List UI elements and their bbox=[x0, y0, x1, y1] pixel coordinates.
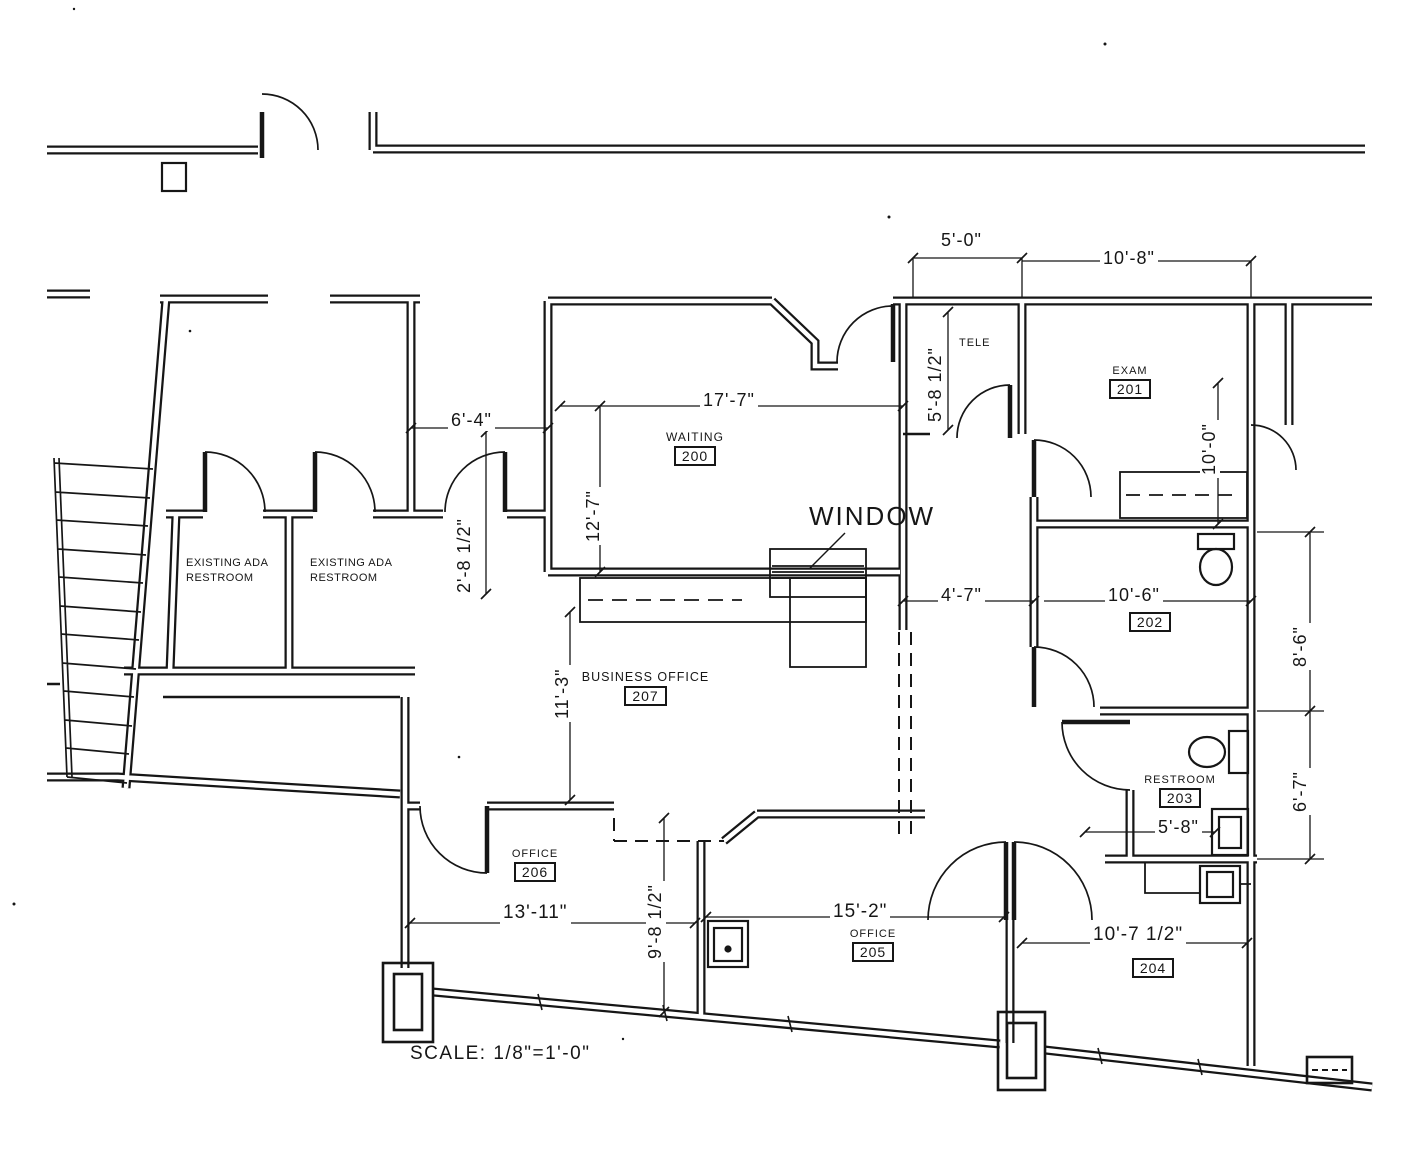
storefront-columns bbox=[381, 961, 1354, 1092]
room-name: EXAM bbox=[1112, 365, 1148, 377]
dim-exam-width: 10'-8" bbox=[1100, 248, 1158, 269]
room-tag-office-206: OFFICE 206 bbox=[500, 848, 570, 882]
room-label-ada-restroom-left: EXISTING ADA RESTROOM bbox=[186, 557, 268, 584]
dimension-ticks bbox=[404, 252, 1316, 1018]
label-tele: TELE bbox=[956, 337, 994, 350]
dim-room-204-width: 10'-7 1/2" bbox=[1090, 924, 1187, 946]
room-tag-202: 202 bbox=[1120, 612, 1180, 632]
room-tag-office-205: OFFICE 205 bbox=[838, 928, 908, 962]
room-number: 201 bbox=[1108, 379, 1152, 399]
dim-hall-depth: 2'-8 1/2" bbox=[454, 515, 475, 596]
walls-inner bbox=[47, 112, 1373, 1090]
room-label-ada-restroom-right: EXISTING ADA RESTROOM bbox=[310, 557, 392, 584]
dim-tele-width: 5'-0" bbox=[938, 230, 985, 251]
dim-tele-depth: 5'-8 1/2" bbox=[925, 344, 946, 425]
room-number: 205 bbox=[851, 942, 895, 962]
dim-office-206-width: 13'-11" bbox=[500, 902, 571, 924]
room-name: OFFICE bbox=[511, 848, 559, 860]
reception-window bbox=[769, 532, 867, 598]
dim-hall-width: 6'-4" bbox=[448, 410, 495, 431]
scan-speckles bbox=[12, 7, 1107, 1041]
room-tag-business-office: BUSINESS OFFICE 207 bbox=[578, 670, 713, 706]
dim-room-202-width: 10'-6" bbox=[1105, 585, 1163, 606]
room-number: 204 bbox=[1131, 958, 1175, 978]
dim-office-205-width: 15'-2" bbox=[830, 901, 891, 923]
scale-note: SCALE: 1/8"=1'-0" bbox=[410, 1043, 591, 1064]
dim-waiting-depth: 12'-7" bbox=[583, 487, 604, 545]
door-swings bbox=[204, 93, 1297, 921]
toilet-icon bbox=[1187, 532, 1250, 775]
dim-room-202-depth: 8'-6" bbox=[1290, 623, 1311, 670]
dim-restroom-203-depth: 6'-7" bbox=[1290, 768, 1311, 815]
window-leader-line bbox=[809, 532, 846, 569]
room-tag-waiting: WAITING 200 bbox=[640, 430, 750, 466]
room-name: WAITING bbox=[666, 430, 724, 444]
room-number: 206 bbox=[513, 862, 557, 882]
room-number: 200 bbox=[673, 446, 717, 466]
panel-box-icon bbox=[706, 919, 750, 969]
room-name: RESTROOM bbox=[1144, 774, 1216, 786]
door-leaves bbox=[202, 112, 1130, 920]
dim-corridor-width: 4'-7" bbox=[938, 585, 985, 606]
room-number: 202 bbox=[1128, 612, 1172, 632]
room-tag-restroom-203: RESTROOM 203 bbox=[1135, 774, 1225, 808]
label-window: WINDOW bbox=[809, 501, 936, 531]
room-name: BUSINESS OFFICE bbox=[581, 670, 710, 684]
room-tag-exam: EXAM 201 bbox=[1090, 365, 1170, 399]
misc-walls bbox=[47, 161, 930, 699]
dim-exam-depth: 10'-0" bbox=[1199, 420, 1220, 478]
room-tag-204: 204 bbox=[1118, 958, 1188, 978]
dim-business-office-depth: 11'-3" bbox=[552, 665, 573, 722]
room-number: 207 bbox=[624, 686, 667, 706]
dim-office-206-depth: 9'-8 1/2" bbox=[645, 881, 666, 962]
dim-restroom-203-width: 5'-8" bbox=[1155, 817, 1202, 838]
room-name: OFFICE bbox=[849, 928, 897, 940]
stairs bbox=[53, 457, 154, 784]
dim-waiting-width: 17'-7" bbox=[700, 390, 758, 411]
room-number: 203 bbox=[1158, 788, 1202, 808]
reception-counter bbox=[579, 577, 867, 668]
exam-casework bbox=[1119, 471, 1248, 519]
